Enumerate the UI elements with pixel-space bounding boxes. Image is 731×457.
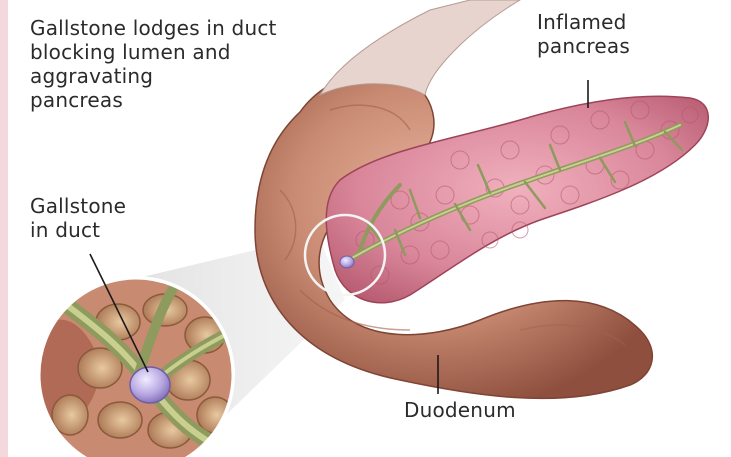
gallstone-magnified <box>130 367 170 403</box>
label-gallstone-lodges: Gallstone lodges in duct blocking lumen … <box>30 16 370 112</box>
label-duodenum: Duodenum <box>404 398 544 422</box>
label-inflamed-pancreas: Inflamed pancreas <box>537 10 687 58</box>
edge-tint <box>0 0 8 457</box>
gallstone-site <box>340 256 354 268</box>
label-gallstone-in-duct: Gallstone in duct <box>30 194 190 242</box>
